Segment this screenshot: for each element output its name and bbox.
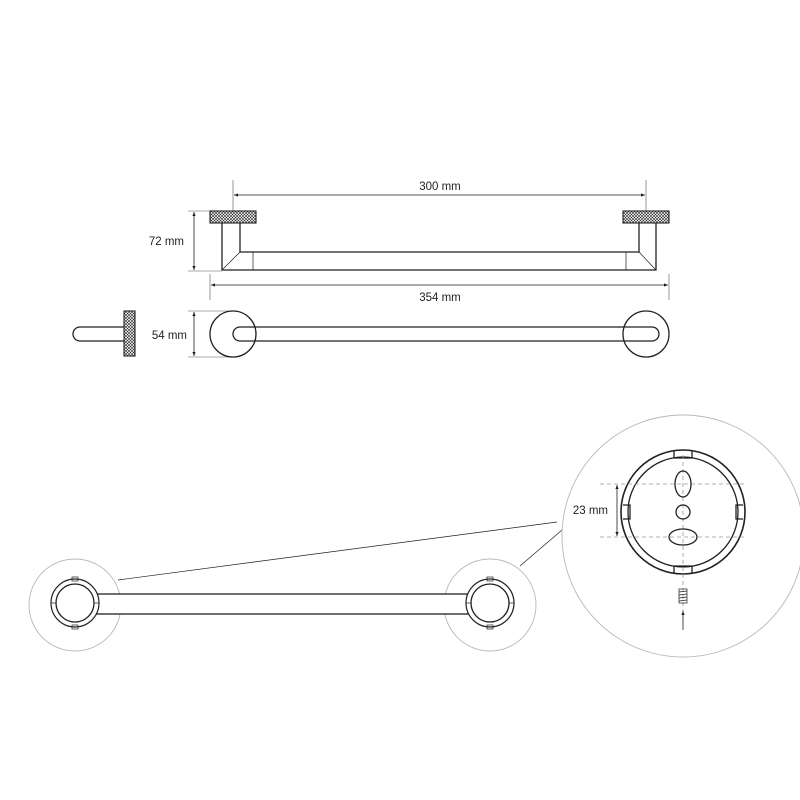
side-view [72, 310, 136, 357]
left-mounting-plate [209, 210, 257, 224]
right-mounting-plate [622, 210, 670, 224]
rear-view-bar [93, 593, 472, 615]
dimension-label-23: 23 mm [573, 505, 608, 517]
top-view-right-rosette [622, 310, 670, 358]
top-view-left-rosette [209, 310, 257, 358]
detail-center-hole [675, 504, 691, 520]
top-view: 54 mm [152, 310, 670, 358]
dimension-label-354: 354 mm [419, 292, 461, 304]
top-view-bar [232, 326, 660, 342]
side-view-plate [123, 310, 136, 357]
towel-bar-front [221, 223, 657, 271]
rear-view-right-bracket [465, 576, 515, 630]
detail-bottom-slot [668, 528, 698, 546]
detail-top-slot [674, 470, 692, 498]
screw-icon [678, 588, 688, 604]
rear-view-left-bracket [50, 576, 100, 630]
dimension-label-54: 54 mm [152, 330, 187, 342]
side-view-arm [72, 326, 124, 342]
dimension-label-300: 300 mm [419, 181, 461, 193]
rear-view [28, 521, 563, 652]
front-view: 300 mm 72 mm 354 mm [149, 180, 670, 304]
mounting-detail: 23 mm [561, 414, 800, 658]
dimension-label-72: 72 mm [149, 236, 184, 248]
